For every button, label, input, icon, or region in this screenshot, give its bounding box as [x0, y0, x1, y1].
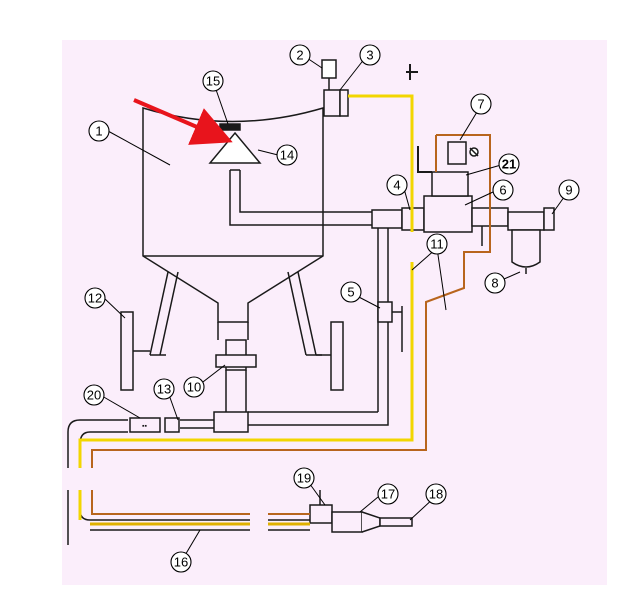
callout-18: 18: [425, 483, 447, 505]
callout-5: 5: [340, 281, 362, 303]
remote-control-valve: [423, 141, 479, 233]
inlet-handles: [406, 64, 432, 173]
callout-2: 2: [289, 44, 311, 66]
callout-8: 8: [484, 272, 506, 294]
callout-17: 17: [377, 483, 399, 505]
svg-text:20: 20: [87, 388, 101, 403]
callout-3: 3: [359, 44, 381, 66]
popup-valve: [208, 131, 378, 226]
svg-text:11: 11: [430, 237, 444, 252]
callout-11: 11: [426, 233, 448, 255]
callout-1: 1: [88, 120, 110, 142]
svg-text:6: 6: [499, 183, 506, 198]
svg-text:10: 10: [187, 380, 201, 395]
svg-text:4: 4: [393, 178, 400, 193]
callout-19: 19: [293, 467, 315, 489]
callout-6: 6: [492, 179, 514, 201]
svg-text:1: 1: [95, 124, 102, 139]
svg-text:19: 19: [297, 471, 311, 486]
callout-7: 7: [470, 93, 492, 115]
wheel-right: [316, 321, 344, 391]
callout-14: 14: [276, 144, 298, 166]
svg-text:14: 14: [280, 148, 294, 163]
vessel-legs: [149, 271, 322, 356]
svg-text:9: 9: [565, 183, 572, 198]
air-supply-line: [78, 94, 414, 526]
svg-text:3: 3: [366, 48, 373, 63]
svg-text:7: 7: [477, 97, 484, 112]
svg-text:8: 8: [491, 276, 498, 291]
callout-21: 21: [498, 153, 520, 175]
callout-20: 20: [83, 384, 105, 406]
callout-10: 10: [183, 376, 205, 398]
svg-text:12: 12: [88, 291, 102, 306]
svg-text:18: 18: [429, 487, 443, 502]
svg-text:15: 15: [206, 74, 220, 89]
svg-text:5: 5: [347, 285, 354, 300]
couplings: ▪▪: [129, 417, 180, 433]
callout-12: 12: [84, 287, 106, 309]
svg-text:17: 17: [381, 487, 395, 502]
control-line: [91, 134, 491, 515]
pressure-gauge: [321, 59, 349, 117]
callout-9: 9: [558, 179, 580, 201]
metering-valve: [180, 322, 257, 433]
pressure-vessel: [142, 106, 324, 323]
nozzle-assembly: [309, 490, 413, 533]
svg-text:2: 2: [296, 48, 303, 63]
svg-text:▪▪: ▪▪: [142, 423, 147, 430]
callout-4: 4: [386, 174, 408, 196]
svg-text:21: 21: [502, 157, 516, 172]
callout-15: 15: [202, 70, 224, 92]
svg-text:13: 13: [157, 382, 171, 397]
svg-text:16: 16: [174, 555, 188, 570]
highlight-arrow: [133, 98, 233, 145]
wheel-left: [120, 311, 150, 391]
callout-13: 13: [153, 378, 175, 400]
callout-16: 16: [170, 551, 192, 573]
